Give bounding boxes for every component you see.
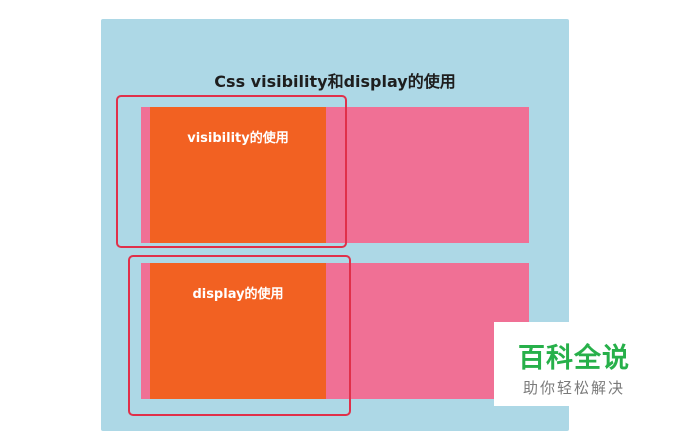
visibility-box-label: visibility的使用	[187, 131, 289, 146]
display-demo-box: display的使用	[150, 263, 326, 399]
display-highlight-frame	[128, 255, 351, 416]
visibility-demo-box: visibility的使用	[150, 107, 326, 243]
watermark-main-text: 百科全说	[518, 343, 630, 374]
watermark-sub-text: 助你轻松解决	[522, 379, 625, 397]
watermark-logo: 百科全说 助你轻松解决	[494, 322, 654, 406]
display-box-label: display的使用	[192, 287, 284, 302]
page-title: Css visibility和display的使用	[214, 72, 456, 91]
visibility-highlight-frame	[116, 95, 347, 248]
